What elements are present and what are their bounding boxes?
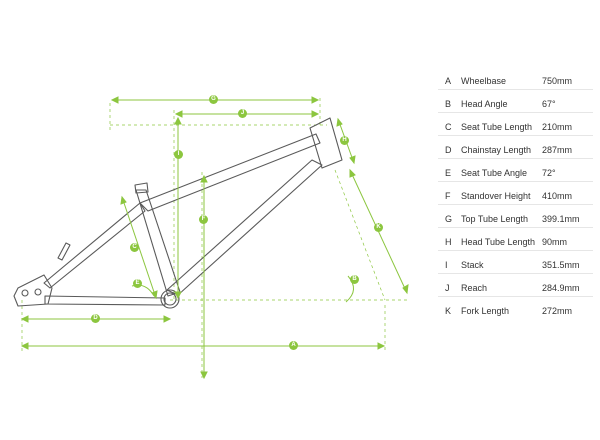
dim-label-k: K [374,223,383,232]
spec-key: A [445,76,452,86]
spec-value: 750mm [542,76,573,86]
spec-value: 210mm [542,122,573,132]
dim-label-d: D [91,314,100,323]
dim-label-b: B [350,275,359,284]
row-divider [438,273,593,274]
spec-key: E [445,168,452,178]
row-divider [438,181,593,182]
spec-value: 90mm [542,237,568,247]
spec-label: Fork Length [461,306,510,316]
dimension-lines [20,96,409,380]
spec-label: Head Angle [461,99,508,109]
spec-row: A Wheelbase 750mm [438,76,600,96]
dim-label-e: E [133,279,142,288]
spec-key: K [445,306,452,316]
spec-row: G Top Tube Length 399.1mm [438,214,600,234]
spec-label: Head Tube Length [461,237,536,247]
reference-lines [21,98,410,378]
spec-row: D Chainstay Length 287mm [438,145,600,165]
spec-value: 287mm [542,145,573,155]
row-divider [438,135,593,136]
spec-row: C Seat Tube Length 210mm [438,122,600,142]
spec-value: 284.9mm [542,283,580,293]
dim-label-a: A [289,341,298,350]
dim-label-h: H [340,136,349,145]
row-divider [438,89,593,90]
spec-key: D [445,145,452,155]
dim-label-j: J [238,109,247,118]
spec-label: Wheelbase [461,76,507,86]
spec-label: Seat Tube Length [461,122,533,132]
spec-key: B [445,99,452,109]
spec-key: C [445,122,452,132]
row-divider [438,112,593,113]
row-divider [438,227,593,228]
spec-value: 410mm [542,191,573,201]
spec-key: H [445,237,452,247]
dim-label-f: F [199,215,208,224]
spec-value: 67° [542,99,556,109]
spec-row: B Head Angle 67° [438,99,600,119]
dim-label-g: G [209,95,218,104]
spec-value: 72° [542,168,556,178]
row-divider [438,250,593,251]
spec-key: J [445,283,450,293]
spec-row: I Stack 351.5mm [438,260,600,280]
spec-label: Chainstay Length [461,145,532,155]
spec-row: J Reach 284.9mm [438,283,600,303]
spec-value: 399.1mm [542,214,580,224]
spec-value: 272mm [542,306,573,316]
spec-row: H Head Tube Length 90mm [438,237,600,257]
row-divider [438,296,593,297]
spec-row: F Standover Height 410mm [438,191,600,211]
spec-label: Seat Tube Angle [461,168,528,178]
spec-label: Standover Height [461,191,531,201]
spec-row: E Seat Tube Angle 72° [438,168,600,188]
spec-label: Reach [461,283,488,293]
spec-key: I [445,260,448,270]
spec-row: K Fork Length 272mm [438,306,600,326]
spec-label: Top Tube Length [461,214,529,224]
spec-key: F [445,191,451,201]
spec-key: G [445,214,453,224]
row-divider [438,204,593,205]
spec-label: Stack [461,260,484,270]
dim-label-i: I [174,150,183,159]
row-divider [438,158,593,159]
spec-value: 351.5mm [542,260,580,270]
dim-label-c: C [130,243,139,252]
